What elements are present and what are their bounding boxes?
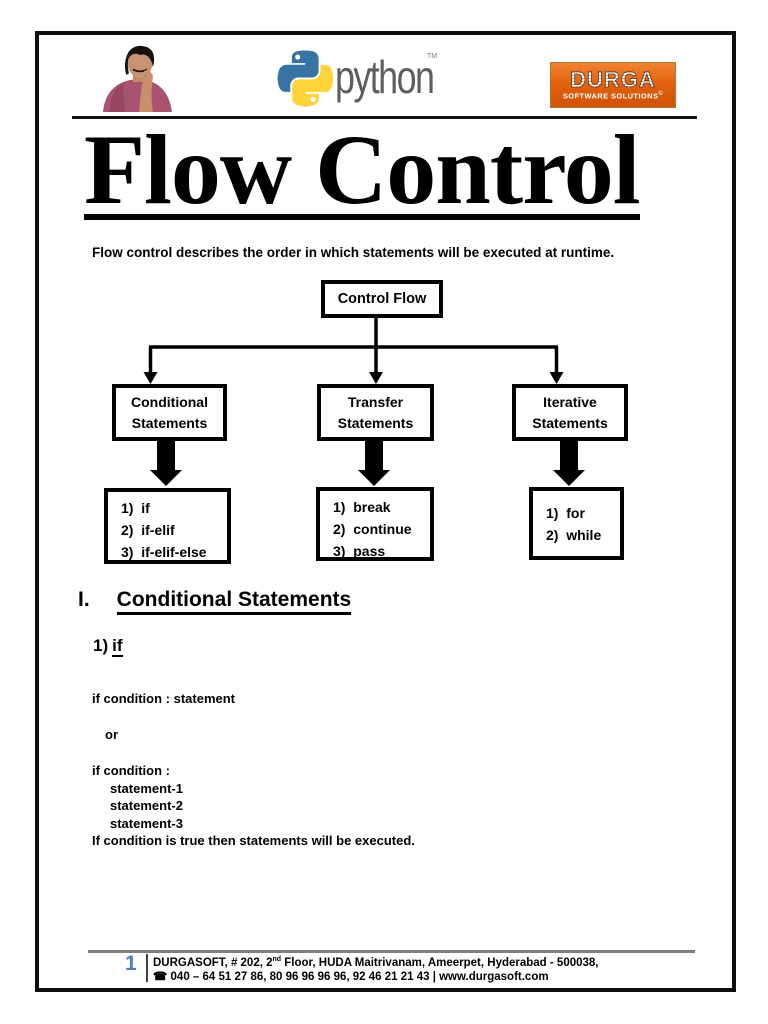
footer-separator-bar <box>146 954 148 982</box>
header-divider <box>72 116 697 119</box>
intro-text: Flow control describes the order in whic… <box>92 245 615 260</box>
flowchart-item: 3) pass <box>333 543 386 559</box>
flowchart-item: 1) if <box>121 500 150 516</box>
durga-logo-title: DURGA <box>570 66 656 92</box>
footer-address-line: DURGASOFT, # 202, 2nd Floor, HUDA Maitri… <box>153 956 599 969</box>
section-title: Conditional Statements <box>116 588 352 615</box>
flowchart-box-transfer: Transfer Statements <box>317 384 434 441</box>
instructor-photo <box>103 45 172 112</box>
subsection-number: 1) <box>93 636 109 655</box>
note-text: If condition is true then statements wil… <box>92 833 415 848</box>
durga-logo-subtitle: SOFTWARE SOLUTIONS© <box>562 90 664 101</box>
flowchart-list-conditional: 1) if 2) if-elif 3) if-elif-else <box>104 488 231 564</box>
flowchart-root-box: Control Flow <box>321 280 443 318</box>
syntax-block-header: if condition : <box>92 763 170 778</box>
flowchart-box-conditional: Conditional Statements <box>112 384 227 441</box>
subsection-heading: 1)if <box>93 636 123 657</box>
statement-line: statement-2 <box>110 798 183 813</box>
syntax-line: if condition : statement <box>92 691 235 706</box>
flowchart-item: 3) if-elif-else <box>121 544 207 560</box>
flowchart-item: 1) break <box>333 499 391 515</box>
page-title: Flow Control <box>84 114 641 225</box>
statement-line: statement-1 <box>110 781 183 796</box>
statement-line: statement-3 <box>110 816 183 831</box>
flowchart-item: 2) while <box>546 527 602 543</box>
flowchart-list-iterative: 1) for 2) while <box>529 487 624 560</box>
flowchart-item: 2) if-elif <box>121 522 175 538</box>
page-number: 1 <box>125 952 137 975</box>
python-wordmark: python <box>335 51 435 103</box>
phone-icon: ☎ <box>153 971 168 984</box>
durga-logo: DURGA SOFTWARE SOLUTIONS© <box>550 62 676 108</box>
page-title-wrap: Flow Control <box>84 114 684 225</box>
or-text: or <box>105 727 118 742</box>
python-tm-mark: TM <box>427 53 438 60</box>
section-numeral: I. <box>78 588 90 611</box>
footer-phone-line: ☎ 040 – 64 51 27 86, 80 96 96 96 96, 92 … <box>153 971 549 984</box>
python-logo-icon <box>277 50 333 107</box>
flowchart-item: 2) continue <box>333 521 412 537</box>
section-heading: I. Conditional Statements <box>78 588 352 615</box>
flowchart-list-transfer: 1) break 2) continue 3) pass <box>316 487 434 561</box>
flowchart-item: 1) for <box>546 505 585 521</box>
subsection-title: if <box>112 636 123 657</box>
page-border <box>35 31 736 992</box>
footer-text: DURGASOFT, # 202, 2nd Floor, HUDA Maitri… <box>153 953 599 985</box>
footer-divider <box>88 950 695 953</box>
flowchart-box-iterative: Iterative Statements <box>512 384 628 441</box>
copyright-icon: © <box>658 90 664 97</box>
